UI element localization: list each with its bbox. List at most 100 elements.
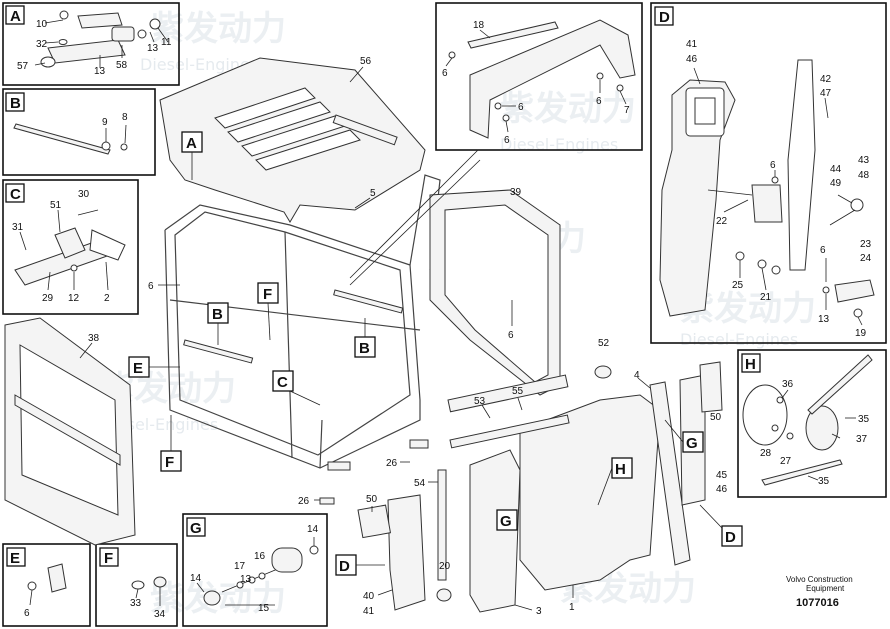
detail-tag-b: B (10, 95, 21, 112)
part-number: 24 (860, 253, 872, 264)
part-number: 6 (820, 245, 826, 256)
part-number: 25 (732, 280, 744, 291)
detail-tag-g: G (190, 520, 202, 537)
part-number: 44 (830, 164, 842, 175)
part-number: 50 (710, 412, 722, 423)
part-number: 5 (370, 188, 376, 199)
part-number: 13 (94, 66, 106, 77)
part-number: 6 (504, 135, 510, 146)
part-number: 41 (363, 606, 375, 617)
part-number: 2 (104, 293, 110, 304)
main-detail-tags: A B B F E C F G H D G D (128, 131, 743, 576)
part-number: 13 (240, 574, 252, 585)
part-number: 14 (190, 573, 202, 584)
inset-f: F 33 34 (95, 543, 178, 627)
detail-tag-c: C (10, 186, 21, 203)
part-number: 41 (686, 39, 698, 50)
watermark-cn: 紫发动力 (500, 89, 636, 129)
main-part-numbers: 56 5 6 39 6 38 53 55 52 4 50 45 46 26 26… (79, 56, 728, 617)
part-number: 29 (42, 293, 54, 304)
detail-tag-h: H (745, 356, 756, 373)
part-number: 16 (254, 551, 266, 562)
part-number: 6 (596, 96, 602, 107)
watermark-en: Diesel-Engines (500, 135, 618, 154)
part-number: 13 (147, 43, 159, 54)
part-number: 27 (780, 456, 792, 467)
part-number: 50 (366, 494, 378, 505)
part-number: 6 (148, 281, 154, 292)
part-number: 12 (68, 293, 80, 304)
inset-g: G 14 14 17 13 16 15 (182, 513, 328, 627)
part-number: 37 (856, 434, 868, 445)
detail-tag-b: B (212, 306, 223, 323)
part-number: 19 (855, 328, 867, 339)
part-number: 18 (473, 20, 485, 31)
part-number: 6 (508, 330, 514, 341)
cab-assembly (4, 57, 723, 613)
part-number: 13 (818, 314, 830, 325)
inset-c: C 30 51 31 29 12 2 (2, 179, 139, 315)
part-number: 6 (770, 160, 776, 171)
part-number: 21 (760, 292, 772, 303)
detail-tag-a: A (186, 135, 197, 152)
part-number: 1 (569, 602, 575, 613)
detail-tag-e: E (133, 360, 143, 377)
watermark-cn: 紫发动力 (150, 9, 286, 49)
inset-a: A 10 32 57 13 58 13 11 (2, 2, 180, 86)
part-number: 57 (17, 61, 29, 72)
part-number: 26 (386, 458, 398, 469)
part-number: 4 (634, 370, 640, 381)
part-number: 32 (36, 39, 48, 50)
part-number: 38 (88, 333, 100, 344)
part-number: 10 (36, 19, 48, 30)
brand-line-1: Volvo Construction (786, 575, 853, 584)
inset-b: B 9 8 (2, 88, 156, 176)
part-number: 43 (858, 155, 870, 166)
part-number: 30 (78, 189, 90, 200)
part-number: 55 (512, 386, 524, 397)
part-number: 47 (820, 88, 832, 99)
part-number: 54 (414, 478, 426, 489)
part-number: 15 (258, 603, 270, 614)
detail-tag-g: G (686, 435, 698, 452)
part-number: 39 (510, 187, 522, 198)
part-number: 20 (439, 561, 451, 572)
part-number: 7 (624, 105, 630, 116)
detail-tag-b: B (359, 340, 370, 357)
part-number: 33 (130, 598, 142, 609)
part-number: 52 (598, 338, 610, 349)
detail-tag-e: E (10, 550, 20, 567)
part-number: 28 (760, 448, 772, 459)
part-number: 35 (818, 476, 830, 487)
inset-top-panel: 18 6 6 6 6 7 (435, 2, 643, 151)
part-number: 6 (442, 68, 448, 79)
watermark-en: Diesel-Engines (140, 55, 258, 74)
watermark-en: Diesel-Engines (680, 330, 798, 349)
part-number: 45 (716, 470, 728, 481)
part-number: 48 (858, 170, 870, 181)
brand-line-2: Equipment (806, 584, 845, 593)
part-number: 53 (474, 396, 486, 407)
part-number: 34 (154, 609, 166, 620)
detail-tag-d: D (339, 558, 350, 575)
inset-d: D 41 46 42 47 6 44 49 43 48 22 (650, 2, 887, 344)
part-number: 6 (24, 608, 30, 619)
detail-tag-f: F (263, 286, 272, 303)
figure-number: 1077016 (796, 597, 839, 609)
part-number: 31 (12, 222, 24, 233)
part-number: 58 (116, 60, 128, 71)
part-number: 40 (363, 591, 375, 602)
part-number: 42 (820, 74, 832, 85)
part-number: 6 (518, 102, 524, 113)
detail-tag-c: C (277, 374, 288, 391)
part-number: 23 (860, 239, 872, 250)
detail-tag-h: H (615, 461, 626, 478)
part-number: 36 (782, 379, 794, 390)
inset-h: H 36 35 37 28 27 35 (737, 349, 887, 498)
figure-footer: Volvo Construction Equipment 1077016 (786, 575, 853, 609)
detail-tag-g: G (500, 513, 512, 530)
part-number: 35 (858, 414, 870, 425)
part-number: 49 (830, 178, 842, 189)
part-number: 3 (536, 606, 542, 617)
